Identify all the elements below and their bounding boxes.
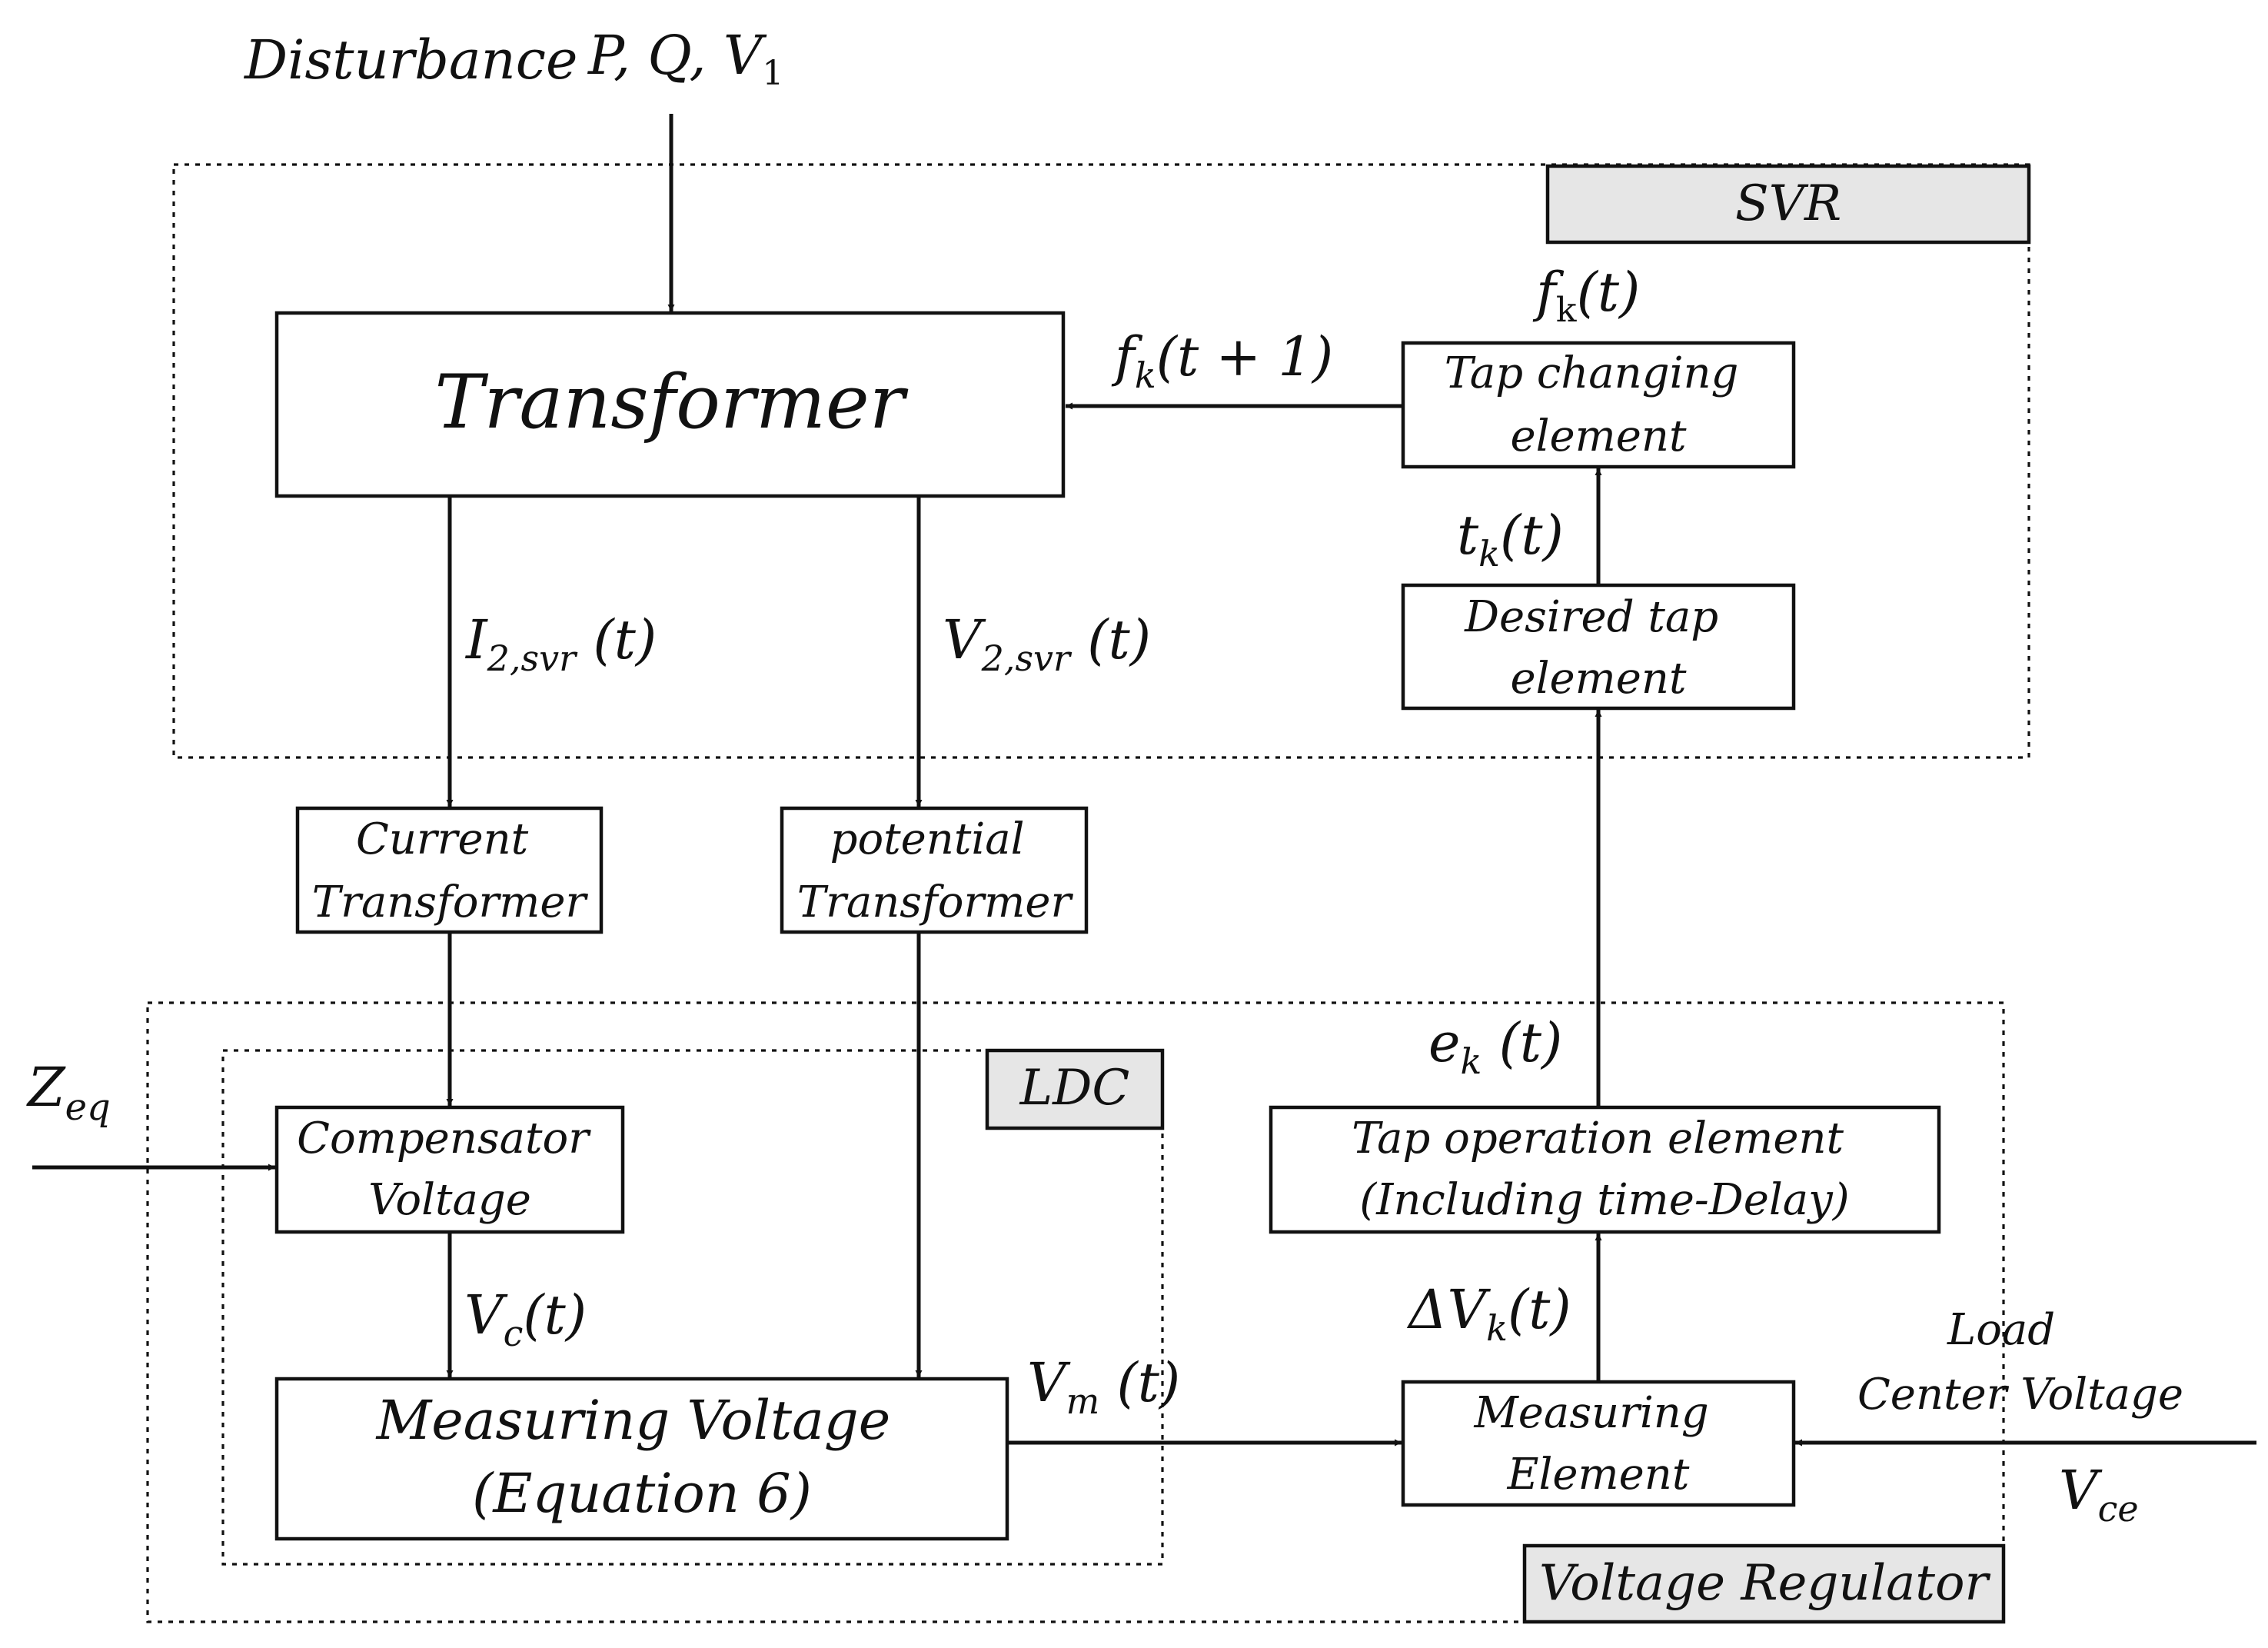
fk-t-subscript: k — [1556, 291, 1577, 330]
disturbance-label: Disturbance — [243, 28, 577, 92]
ek-t-argument: (t) — [1482, 1011, 1562, 1074]
v2svr-label: V2,svr (t) — [943, 608, 1151, 679]
compensator-voltage-line-1: Compensator — [297, 1114, 591, 1164]
potential-transformer-label: potential Transformer — [797, 814, 1074, 927]
tap-operation-label: Tap operation element (Including time-De… — [1352, 1114, 1857, 1225]
potential-transformer-block — [780, 806, 1089, 934]
tk-t-argument: (t) — [1500, 504, 1564, 567]
delta-vk-t-main: ΔV — [1406, 1278, 1491, 1341]
potential-transformer-line-1: potential — [830, 814, 1025, 864]
vm-t-label: Vm (t) — [1027, 1351, 1180, 1422]
v2svr-subscript: 2,svr — [981, 638, 1072, 679]
measuring-element-block — [1401, 1380, 1796, 1507]
vce-main: V — [2059, 1459, 2103, 1522]
i2svr-subscript: 2,svr — [487, 638, 578, 679]
tap-operation-line-1: Tap operation element — [1352, 1114, 1844, 1164]
vce-label: Vce — [2059, 1459, 2139, 1530]
pqv-subscript: 1 — [762, 54, 783, 93]
vm-t-argument: (t) — [1099, 1351, 1180, 1414]
pqv-main: P, Q, V — [587, 24, 767, 87]
svr-tag-box — [1545, 164, 2031, 245]
vc-t-subscript: c — [504, 1313, 524, 1354]
ek-t-main: e — [1428, 1011, 1460, 1074]
ek-t-subscript: k — [1460, 1040, 1482, 1082]
ldc-tag-label: LDC — [1019, 1060, 1130, 1117]
tk-t-label: tk(t) — [1457, 504, 1564, 574]
fk-t1-argument: (t + 1) — [1156, 325, 1333, 388]
load-center-voltage-label: Load Center Voltage — [1857, 1305, 2183, 1420]
vc-t-argument: (t) — [523, 1283, 587, 1347]
desired-tap-line-2: element — [1510, 654, 1687, 704]
fk-t1-subscript: k — [1135, 355, 1156, 396]
vm-t-subscript: m — [1066, 1380, 1100, 1422]
measuring-voltage-line-1: Measuring Voltage — [375, 1389, 891, 1452]
voltage-regulator-region — [146, 1001, 2005, 1623]
pqv-label: P, Q, V1 — [587, 24, 783, 93]
transformer-block — [274, 311, 1066, 498]
vc-t-label: Vc(t) — [464, 1283, 587, 1354]
v2svr-main: V — [943, 608, 986, 671]
vce-subscript: ce — [2098, 1488, 2139, 1530]
measuring-voltage-block — [274, 1377, 1009, 1541]
measuring-element-line-1: Measuring — [1473, 1388, 1708, 1438]
ldc-region — [221, 1049, 1164, 1566]
fk-t-plus-1-label: fk(t + 1) — [1111, 325, 1333, 396]
zeq-label: Zeq — [26, 1056, 111, 1129]
tap-operation-line-2: (Including time-Delay) — [1359, 1175, 1849, 1225]
zeq-subscript: eq — [65, 1086, 111, 1129]
fk-t-argument: (t) — [1577, 261, 1641, 324]
vc-t-main: V — [464, 1283, 508, 1347]
tap-operation-element-block — [1269, 1105, 1941, 1234]
tk-t-subscript: k — [1478, 533, 1500, 574]
measuring-element-label: Measuring Element — [1473, 1388, 1722, 1500]
zeq-main: Z — [26, 1056, 66, 1119]
potential-transformer-line-2: Transformer — [797, 877, 1074, 927]
ek-t-label: ek (t) — [1428, 1011, 1562, 1082]
tk-t-main: t — [1457, 504, 1479, 567]
current-transformer-line-1: Current — [356, 814, 529, 864]
compensator-voltage-block — [274, 1105, 625, 1234]
tap-changing-line-2: element — [1510, 411, 1687, 461]
desired-tap-line-1: Desired tap — [1464, 592, 1718, 642]
desired-tap-element-block — [1401, 583, 1796, 711]
fk-t-label: fk(t) — [1532, 261, 1640, 330]
voltage-regulator-tag-box — [1522, 1543, 2006, 1624]
measuring-element-line-2: Element — [1507, 1450, 1690, 1500]
compensator-voltage-line-2: Voltage — [368, 1175, 531, 1225]
current-transformer-label: Current Transformer — [312, 814, 589, 927]
load-center-line-1: Load — [1947, 1305, 2055, 1355]
vm-t-main: V — [1027, 1351, 1071, 1414]
i2svr-label: I2,svr (t) — [464, 608, 657, 679]
delta-vk-t-argument: (t) — [1508, 1278, 1571, 1341]
desired-tap-label: Desired tap element — [1464, 592, 1732, 704]
compensator-voltage-label: Compensator Voltage — [297, 1114, 603, 1225]
voltage-regulator-tag-label: Voltage Regulator — [1539, 1555, 1991, 1612]
i2svr-argument: (t) — [576, 608, 657, 671]
measuring-voltage-label: Measuring Voltage (Equation 6) — [375, 1389, 908, 1525]
i2svr-main: I — [464, 608, 488, 671]
svr-region — [172, 163, 2030, 759]
delta-vk-t-subscript: k — [1486, 1307, 1508, 1349]
ldc-tag-box — [985, 1048, 1165, 1130]
current-transformer-line-2: Transformer — [312, 877, 589, 927]
svr-tag-label: SVR — [1735, 175, 1841, 232]
transformer-label: Transformer — [434, 359, 908, 445]
tap-changing-line-1: Tap changing — [1445, 348, 1739, 398]
delta-vk-t-label: ΔVk(t) — [1406, 1278, 1571, 1349]
tap-changing-label: Tap changing element — [1445, 348, 1752, 461]
load-center-line-2: Center Voltage — [1857, 1370, 2183, 1420]
measuring-voltage-line-2: (Equation 6) — [472, 1462, 812, 1525]
v2svr-argument: (t) — [1070, 608, 1151, 671]
